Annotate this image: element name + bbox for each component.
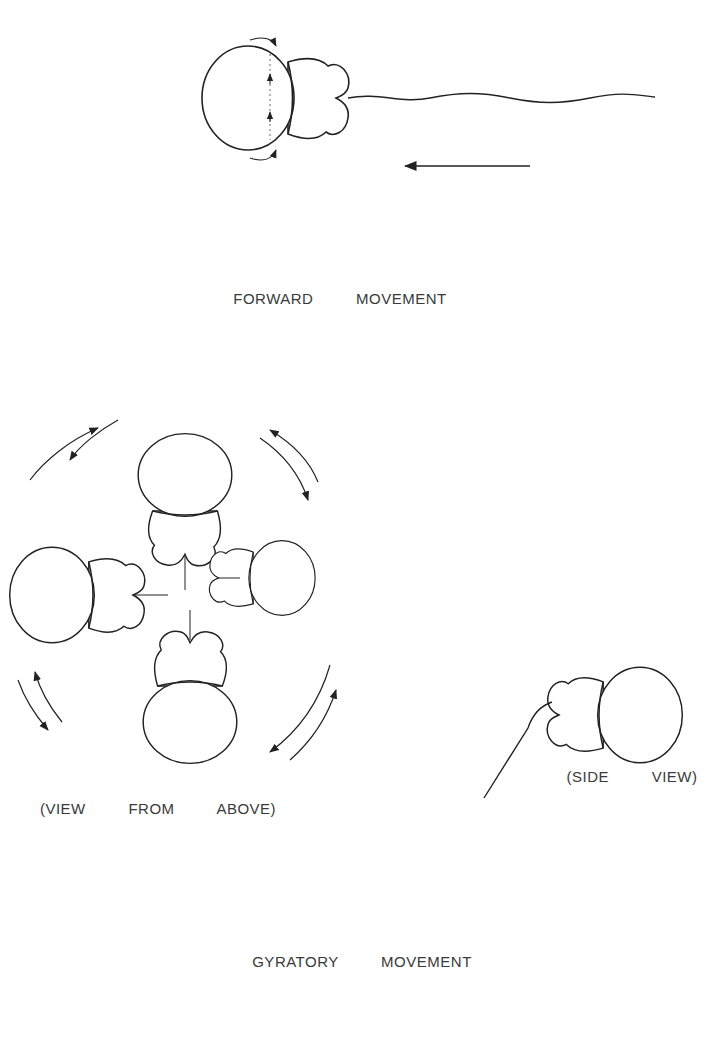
caption-label: (VIEW FROM ABOVE) xyxy=(40,800,276,817)
caption-label: GYRATORY MOVEMENT xyxy=(252,953,472,970)
caption-label: FORWARD MOVEMENT xyxy=(233,290,447,307)
caption-label: (SIDE VIEW) xyxy=(566,768,697,785)
forward-cell xyxy=(202,38,655,166)
gyratory-cells xyxy=(10,420,336,763)
